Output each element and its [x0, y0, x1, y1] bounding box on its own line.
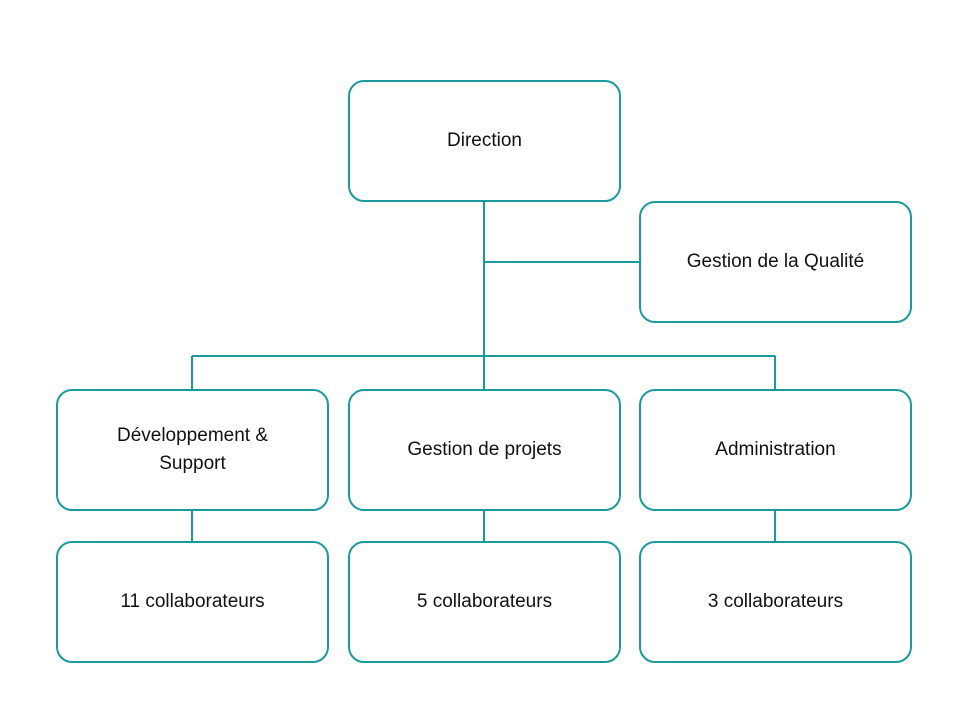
box-quality-label: Gestion de la Qualité	[686, 251, 865, 272]
administration-headcount-label: 3 collaborateurs	[707, 591, 844, 612]
dev-support-headcount-label: 11 collaborateurs	[120, 591, 265, 612]
projects-headcount-label: 5 collaborateurs	[416, 591, 553, 612]
box-quality: Gestion de la Qualité	[639, 201, 912, 323]
box-projects: Gestion de projets	[348, 389, 621, 511]
box-dev-support: Développement & Support	[56, 389, 329, 511]
box-direction-label: Direction	[447, 130, 522, 151]
box-projects-label: Gestion de projets	[407, 439, 562, 460]
box-administration-label: Administration	[715, 439, 836, 460]
box-administration: Administration	[639, 389, 912, 511]
box-direction: Direction	[348, 80, 621, 202]
box-dev-support-headcount: 11 collaborateurs	[56, 541, 329, 663]
box-dev-support-label: Développement & Support	[116, 425, 269, 474]
box-projects-headcount: 5 collaborateurs	[348, 541, 621, 663]
box-administration-headcount: 3 collaborateurs	[639, 541, 912, 663]
